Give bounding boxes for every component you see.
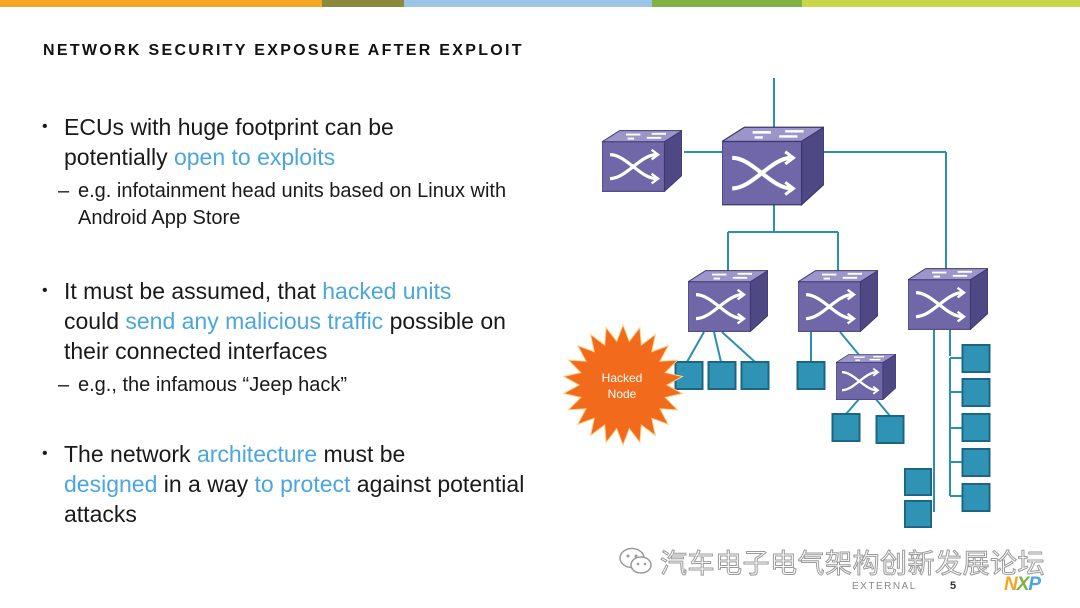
bullet-2: It must be assumed, that hacked units co… bbox=[40, 276, 540, 366]
switch-icon bbox=[836, 354, 896, 400]
top-bar-segment bbox=[802, 0, 1080, 7]
bullet-3-text: in a way bbox=[157, 471, 255, 497]
ecu-icon bbox=[961, 448, 991, 477]
ecu-icon bbox=[831, 413, 861, 442]
watermark-text: 汽车电子电气架构创新发展论坛 bbox=[660, 548, 1046, 580]
sub-bullet-1: e.g. infotainment head units based on Li… bbox=[40, 178, 540, 232]
bullet-3-text: against potential attacks bbox=[64, 471, 525, 527]
hacked-node-starburst: Hacked Node bbox=[562, 323, 684, 447]
switch-icon bbox=[908, 268, 988, 330]
bullet-list: ECUs with huge footprint can be potentia… bbox=[40, 112, 540, 529]
ecu-icon bbox=[961, 344, 991, 373]
ecu-icon bbox=[961, 413, 991, 442]
hacked-node-label: Node bbox=[608, 387, 637, 401]
footer-classification: EXTERNAL bbox=[852, 581, 917, 592]
bullet-2-text: It must be assumed, that bbox=[64, 278, 323, 304]
bullet-2-highlight: send any malicious traffic bbox=[125, 308, 384, 334]
top-bar-segment bbox=[652, 0, 802, 7]
bullet-2-text: possible on their connected interfaces bbox=[64, 308, 506, 364]
switch-icon bbox=[688, 270, 768, 332]
switch-icon bbox=[722, 127, 824, 205]
bullet-3-highlight: to protect bbox=[254, 471, 351, 497]
ecu-icon bbox=[961, 378, 991, 407]
hacked-node-label: Hacked bbox=[602, 371, 643, 385]
ecu-icon bbox=[796, 361, 826, 390]
ecu-icon bbox=[961, 483, 991, 512]
ecu-icon bbox=[875, 415, 905, 444]
bullet-3: The network architecture must be designe… bbox=[40, 439, 540, 529]
ecu-icon bbox=[903, 468, 933, 496]
page-number: 5 bbox=[950, 580, 957, 592]
bullet-1-highlight: open to exploits bbox=[173, 144, 336, 170]
bullet-3-text: The network bbox=[64, 441, 197, 467]
top-bar-segment bbox=[404, 0, 652, 7]
top-color-bar bbox=[0, 0, 1080, 7]
bullet-2-highlight: hacked units bbox=[322, 278, 452, 304]
bullet-3-text: must be bbox=[317, 441, 406, 467]
ecu-icon bbox=[707, 361, 737, 390]
slide-title: NETWORK SECURITY EXPOSURE AFTER EXPLOIT bbox=[43, 42, 524, 59]
bullet-1: ECUs with huge footprint can be potentia… bbox=[40, 112, 540, 172]
top-bar-segment bbox=[0, 0, 322, 7]
nxp-logo: NXP bbox=[1004, 574, 1041, 595]
switch-icon bbox=[602, 130, 682, 192]
ecu-icon bbox=[903, 500, 933, 528]
ecu-icon bbox=[740, 361, 770, 390]
bullet-3-highlight: designed bbox=[64, 471, 158, 497]
watermark: 汽车电子电气架构创新发展论坛 bbox=[618, 543, 1046, 580]
top-bar-segment bbox=[322, 0, 404, 7]
network-links bbox=[684, 78, 962, 512]
bullet-1-text: ECUs with huge footprint can be bbox=[64, 114, 394, 140]
wechat-icon bbox=[619, 547, 652, 574]
bullet-2-text: could bbox=[64, 308, 126, 334]
bullet-1-text: potentially bbox=[64, 144, 174, 170]
sub-bullet-2: e.g., the infamous “Jeep hack” bbox=[40, 372, 540, 399]
bullet-3-highlight: architecture bbox=[196, 441, 318, 467]
switch-icon bbox=[798, 270, 878, 332]
